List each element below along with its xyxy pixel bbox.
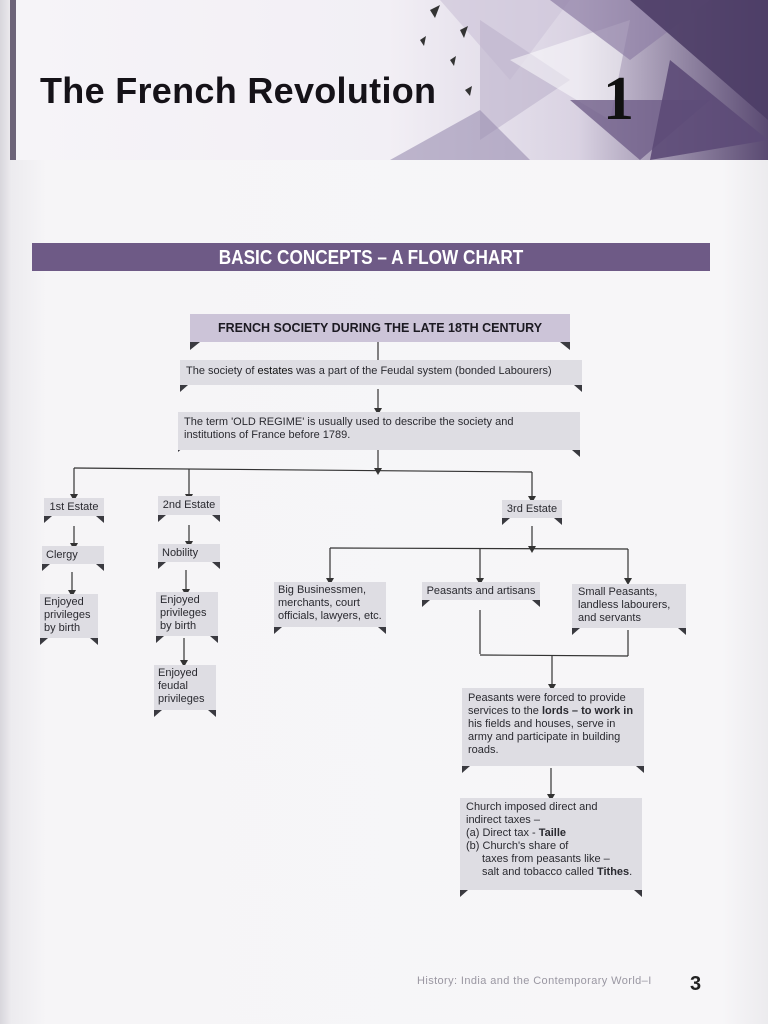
services-line2: services to the lords – to work in [468, 705, 638, 718]
old-regime-line2: institutions of France before 1789. [184, 429, 351, 441]
small-peasants-box: Small Peasants, landless labourers, and … [572, 584, 686, 628]
page-gutter-shadow [0, 0, 12, 1024]
business-line2: merchants, court [278, 597, 360, 609]
nobility-privileges-line2: privileges [160, 607, 207, 619]
small-peasants-line1: Small Peasants, [578, 586, 658, 598]
clergy-privileges-line1: Enjoyed [44, 596, 84, 608]
nobility-feudal-line3: privileges [158, 693, 205, 705]
taxes-line1: Church imposed direct and [466, 801, 598, 813]
peasants-artisans-box: Peasants and artisans [422, 582, 540, 600]
clergy-box: Clergy [42, 546, 104, 564]
nobility-label: Nobility [162, 547, 199, 559]
banner-side-strip [10, 0, 16, 160]
nobility-feudal-line2: feudal [158, 680, 188, 692]
clergy-privileges-line3: by birth [44, 622, 81, 634]
church-taxes-box: Church imposed direct and indirect taxes… [460, 798, 642, 890]
peasants-artisans-label: Peasants and artisans [426, 585, 536, 597]
footer-book-title: History: India and the Contemporary Worl… [417, 975, 652, 987]
nobility-box: Nobility [158, 544, 220, 562]
small-peasants-line2: landless labourers, [578, 599, 671, 611]
services-line3: his fields and houses, serve in [468, 718, 616, 730]
flow-root-label: FRENCH SOCIETY DURING THE LATE 18TH CENT… [217, 321, 543, 335]
services-line1: Peasants were forced to provide [468, 692, 626, 704]
chapter-banner: The French Revolution [10, 0, 768, 160]
business-line1: Big Businessmen, [278, 584, 367, 596]
estates-text-bold: estates [257, 365, 294, 377]
society-of-estates-box: The society of estates was a part of the… [180, 360, 582, 385]
footer-page-number: 3 [690, 973, 702, 995]
flow-root-box: FRENCH SOCIETY DURING THE LATE 18TH CENT… [190, 314, 570, 342]
business-class-box: Big Businessmen, merchants, court offici… [274, 582, 386, 627]
chapter-title: The French Revolution [40, 70, 437, 111]
nobility-feudal-box: Enjoyed feudal privileges [154, 665, 216, 710]
taxes-item-b-line1: (b) Church's share of [466, 840, 569, 852]
taxes-item-b-line2: taxes from peasants like – [482, 853, 610, 865]
first-estate-label: 1st Estate [49, 501, 99, 513]
services-line5: roads. [468, 744, 499, 756]
clergy-privileges-box: Enjoyed privileges by birth [40, 594, 98, 638]
nobility-privileges-line3: by birth [160, 620, 197, 632]
third-estate-label: 3rd Estate [506, 503, 558, 515]
peasant-services-box: Peasants were forced to provide services… [462, 688, 644, 766]
services-line2-prefix: services to the [468, 705, 542, 717]
taxes-item-b-line3: salt and tobacco called Tithes. [482, 866, 633, 878]
estates-text-prefix: The society of [186, 365, 258, 377]
small-peasants-line3: and servants [578, 612, 641, 624]
estates-text-rest: was a part of the Feudal system (bonded … [293, 365, 552, 377]
taxes-item-a-bold: Taille [538, 827, 567, 839]
clergy-privileges-line2: privileges [44, 609, 91, 621]
nobility-privileges-line1: Enjoyed [160, 594, 200, 606]
clergy-label: Clergy [46, 549, 78, 561]
taxes-item-a: (a) Direct tax - Taille [466, 827, 636, 840]
second-estate-label: 2nd Estate [162, 499, 216, 511]
nobility-feudal-line1: Enjoyed [158, 667, 198, 679]
old-regime-box: The term 'OLD REGIME' is usually used to… [178, 412, 580, 450]
chapter-number: 1 [603, 65, 634, 133]
section-title: BASIC CONCEPTS – A FLOW CHART [218, 247, 524, 269]
second-estate-box: 2nd Estate [158, 496, 220, 515]
business-line3: officials, lawyers, etc. [278, 610, 382, 622]
taxes-item-b-line3-bold: Tithes [596, 866, 630, 878]
nobility-privileges-box: Enjoyed privileges by birth [156, 592, 218, 636]
old-regime-line1: The term 'OLD REGIME' is usually used to… [184, 416, 514, 428]
services-line4: army and participate in building [468, 731, 621, 743]
services-line2-bold: lords – to work in [541, 705, 634, 717]
banner-triangle-pattern [390, 0, 768, 160]
taxes-item-b-line3-prefix: salt and tobacco called [482, 866, 597, 878]
taxes-item-a-prefix: (a) Direct tax - [466, 827, 539, 839]
taxes-line2: indirect taxes – [466, 814, 540, 826]
section-header-bar: BASIC CONCEPTS – A FLOW CHART [32, 243, 710, 271]
third-estate-box: 3rd Estate [502, 500, 562, 518]
first-estate-box: 1st Estate [44, 498, 104, 516]
